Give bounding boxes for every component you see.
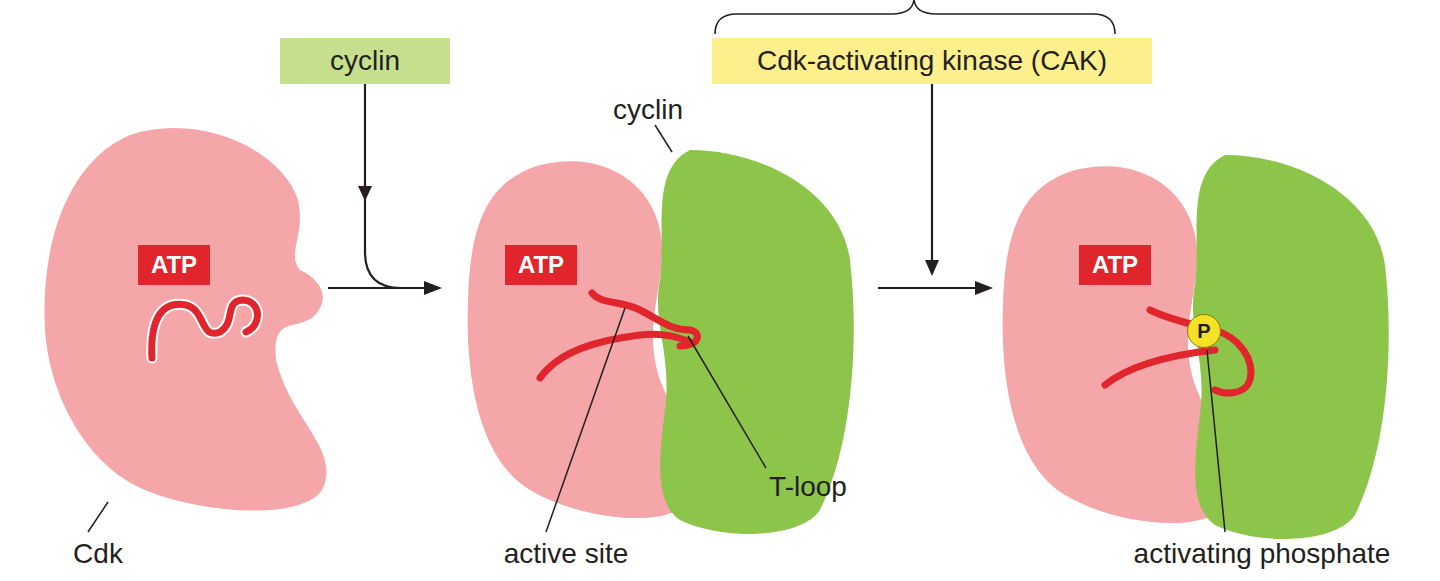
- leader-line: [688, 336, 766, 468]
- atp-box: ATP: [505, 245, 577, 285]
- t-loop-outline: [152, 300, 258, 358]
- node-text: ATP: [518, 252, 564, 278]
- leader-line: [88, 502, 108, 532]
- node-text: cyclin: [330, 46, 400, 77]
- molecule-label: Cdk: [73, 539, 123, 570]
- arrowhead: [424, 281, 442, 295]
- part-label: activating phosphate: [1134, 539, 1391, 570]
- cyclin-protein: [1193, 155, 1389, 539]
- active-site-strand: [1105, 350, 1215, 385]
- leader-line: [546, 308, 625, 532]
- cdk-protein: [44, 128, 326, 510]
- reaction-arrow: [878, 287, 978, 289]
- arrowhead: [358, 186, 372, 201]
- molecule-label-box: cyclin: [280, 38, 450, 84]
- part-label: active site: [504, 539, 629, 570]
- cdk-protein: [468, 161, 694, 518]
- node-text: ATP: [1092, 252, 1138, 278]
- t-loop: [152, 300, 258, 358]
- leader-line: [655, 125, 672, 152]
- node-text: P: [1197, 320, 1210, 342]
- atp-box: ATP: [1079, 245, 1151, 285]
- cdk-protein: [1003, 166, 1229, 523]
- node-text: ATP: [151, 252, 197, 278]
- molecule-label: cyclin: [613, 95, 683, 126]
- leader-line: [1207, 350, 1225, 532]
- part-label: T-loop: [769, 472, 847, 503]
- input-line: [931, 84, 933, 262]
- node-text: Cdk-activating kinase (CAK): [757, 46, 1107, 77]
- phosphate-circle: P: [1187, 314, 1221, 348]
- arrowhead: [975, 281, 993, 295]
- active-site-strand: [540, 334, 690, 378]
- arrowhead: [925, 260, 939, 276]
- reaction-arrow: [328, 287, 428, 289]
- atp-box: ATP: [138, 245, 210, 285]
- enzyme-label-box: Cdk-activating kinase (CAK): [712, 38, 1152, 84]
- brace: [715, 0, 1115, 34]
